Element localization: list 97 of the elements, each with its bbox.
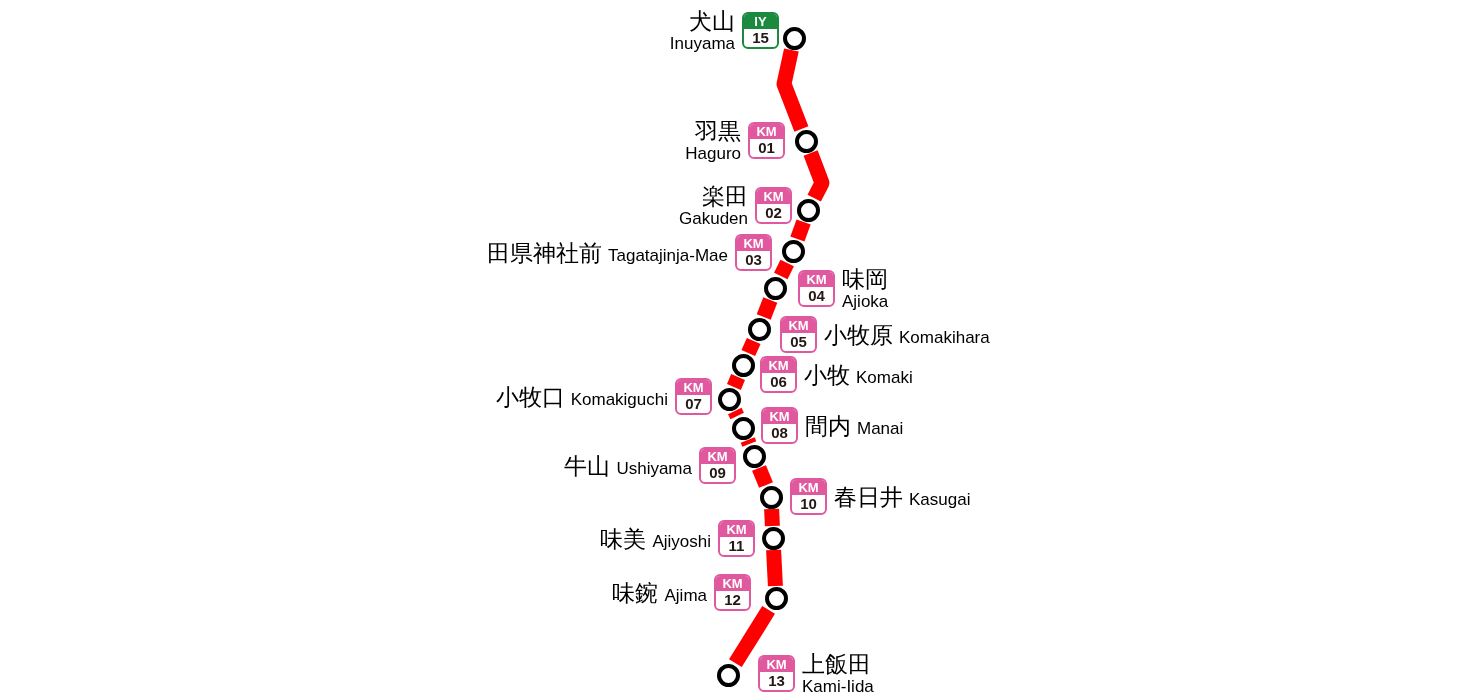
rail-line bbox=[766, 549, 783, 587]
station-number: 04 bbox=[807, 287, 826, 305]
station-name-romaji: Komakiguchi bbox=[570, 389, 668, 410]
line-code: KM bbox=[800, 272, 833, 287]
station-name: 間内 bbox=[805, 412, 851, 439]
station-number: 13 bbox=[767, 672, 786, 690]
station-name: 味岡 bbox=[842, 265, 888, 292]
station-marker bbox=[747, 317, 771, 341]
station-name: 田県神社前 bbox=[487, 239, 602, 266]
rail-line bbox=[729, 605, 775, 668]
station-name-romaji: Kasugai bbox=[909, 489, 971, 510]
station-number: 01 bbox=[757, 139, 776, 157]
station-number: 08 bbox=[770, 424, 789, 442]
line-code: KM bbox=[716, 576, 749, 591]
line-code: KM bbox=[792, 480, 825, 495]
line-code: KM bbox=[750, 124, 783, 139]
rail-line bbox=[774, 259, 794, 280]
station-name-romaji: Manai bbox=[857, 418, 904, 439]
station-number-badge bbox=[755, 187, 792, 224]
station-marker bbox=[759, 485, 783, 509]
station-number: 05 bbox=[789, 333, 808, 351]
rail-line bbox=[803, 150, 830, 202]
station-name-romaji: Ushiyama bbox=[616, 458, 692, 479]
station-number-badge bbox=[735, 234, 772, 271]
station-number-badge bbox=[758, 655, 795, 692]
line-code: KM bbox=[760, 657, 793, 672]
station-number-badge bbox=[748, 122, 785, 159]
station-name-romaji: Ajiyoshi bbox=[652, 531, 711, 552]
station-marker bbox=[781, 239, 805, 263]
station-marker bbox=[796, 198, 820, 222]
station-number-badge bbox=[699, 447, 736, 484]
line-code: KM bbox=[701, 449, 734, 464]
station-name: 羽黒 bbox=[695, 117, 741, 144]
station-name-romaji: Ajima bbox=[664, 585, 707, 606]
station-marker bbox=[731, 416, 755, 440]
line-code: KM bbox=[757, 189, 790, 204]
station-name: 楽田 bbox=[702, 182, 748, 209]
line-code: KM bbox=[763, 409, 796, 424]
station-number: 07 bbox=[684, 395, 703, 413]
station-name-romaji: Inuyama bbox=[669, 33, 735, 54]
station-number-badge bbox=[760, 356, 797, 393]
rail-line bbox=[727, 374, 745, 390]
rail-line bbox=[764, 508, 780, 527]
station-number-badge bbox=[742, 12, 779, 49]
station-name: 小牧原 bbox=[824, 321, 893, 348]
station-number: 11 bbox=[727, 537, 746, 555]
rail-line bbox=[756, 297, 778, 320]
station-number-badge bbox=[761, 407, 798, 444]
line-code: KM bbox=[720, 522, 753, 537]
station-number: 12 bbox=[723, 591, 742, 609]
station-number: 15 bbox=[751, 29, 770, 47]
station-marker bbox=[761, 526, 785, 550]
station-number: 06 bbox=[769, 373, 788, 391]
station-name-romaji: Tagatajinja-Mae bbox=[608, 245, 728, 266]
station-number-badge bbox=[798, 270, 835, 307]
station-name-romaji: Komakihara bbox=[899, 327, 990, 348]
station-marker bbox=[716, 663, 740, 687]
station-marker bbox=[742, 444, 766, 468]
station-number-badge bbox=[718, 520, 755, 557]
station-name-romaji: Komaki bbox=[856, 367, 913, 388]
station-number-badge bbox=[780, 316, 817, 353]
station-number-badge bbox=[675, 378, 712, 415]
station-name: 味鋺 bbox=[612, 579, 659, 606]
station-name-romaji: Gakuden bbox=[679, 208, 748, 229]
rail-line bbox=[776, 48, 809, 132]
rail-line bbox=[728, 407, 744, 420]
rail-line bbox=[741, 337, 761, 357]
station-number: 09 bbox=[708, 464, 727, 482]
station-number: 03 bbox=[744, 251, 763, 269]
station-name-romaji: Haguro bbox=[685, 143, 741, 164]
rail-line bbox=[790, 219, 811, 242]
station-number: 02 bbox=[764, 204, 783, 222]
station-number-badge bbox=[714, 574, 751, 611]
line-code: KM bbox=[677, 380, 710, 395]
rail-line bbox=[740, 437, 757, 447]
station-number-badge bbox=[790, 478, 827, 515]
station-name: 春日井 bbox=[834, 483, 903, 510]
line-code: KM bbox=[762, 358, 795, 373]
line-code: IY bbox=[744, 14, 777, 29]
station-marker bbox=[731, 353, 755, 377]
line-code: KM bbox=[737, 236, 770, 251]
line-code: KM bbox=[782, 318, 815, 333]
station-name-romaji: Ajioka bbox=[842, 291, 889, 312]
station-name: 牛山 bbox=[564, 452, 611, 479]
station-name: 小牧 bbox=[804, 361, 850, 388]
station-number: 10 bbox=[799, 495, 818, 513]
rail-line bbox=[752, 465, 773, 488]
station-name-romaji: Kami-Iida bbox=[802, 676, 874, 697]
station-name: 犬山 bbox=[689, 7, 735, 34]
station-marker bbox=[764, 586, 788, 610]
station-marker bbox=[782, 26, 806, 50]
station-marker bbox=[717, 387, 741, 411]
station-marker bbox=[794, 129, 818, 153]
station-name: 味美 bbox=[600, 525, 647, 552]
station-name: 小牧口 bbox=[495, 383, 565, 410]
station-name: 上飯田 bbox=[802, 650, 871, 677]
station-marker bbox=[763, 276, 787, 300]
